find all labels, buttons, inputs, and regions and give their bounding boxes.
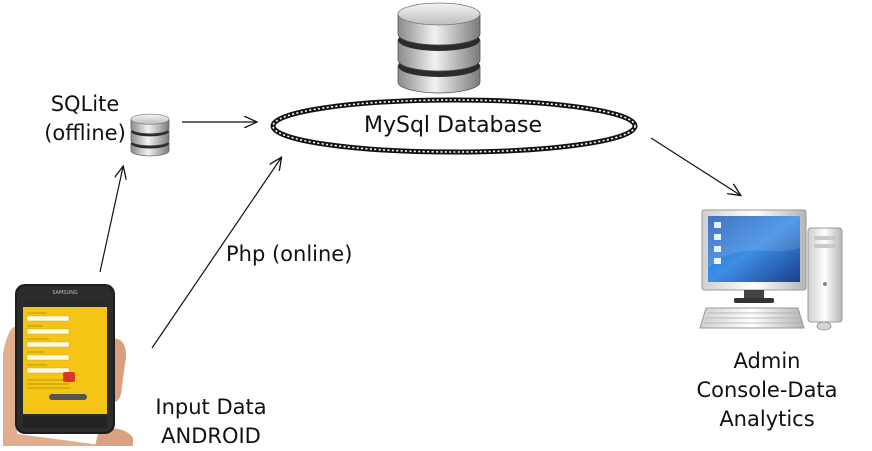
admin-label: Admin Console-Data Analytics	[676, 347, 858, 434]
tablet-submit-button-icon	[63, 372, 75, 382]
device-brand-text: SAMSUNG	[52, 290, 78, 296]
android-tablet: SAMSUNG	[3, 284, 133, 446]
admin-computer	[699, 209, 843, 331]
input-data-line2: ANDROID	[161, 424, 261, 448]
sqlite-label-line2: (offline)	[44, 121, 126, 145]
admin-label-line1: Admin	[733, 349, 801, 373]
input-data-label: Input Data ANDROID	[146, 393, 276, 451]
admin-label-line3: Analytics	[719, 407, 815, 431]
admin-label-line2: Console-Data	[696, 378, 838, 402]
arrow-mysql-to-admin	[650, 137, 740, 195]
database-icon	[397, 2, 481, 94]
computer-tower-icon	[807, 227, 843, 323]
mysql-database-label: MySql Database	[363, 113, 542, 138]
tablet-form-fields	[26, 315, 70, 374]
sqlite-label-line1: SQLite	[50, 92, 120, 116]
arrow-android-to-mysql	[151, 158, 281, 349]
input-data-line1: Input Data	[155, 395, 267, 419]
sqlite-db-icon	[130, 113, 170, 157]
php-online-label: Php (online)	[226, 242, 353, 266]
arrow-android-to-sqlite	[99, 167, 123, 273]
mouse-icon	[816, 321, 832, 331]
sqlite-label: SQLite (offline)	[30, 90, 140, 148]
